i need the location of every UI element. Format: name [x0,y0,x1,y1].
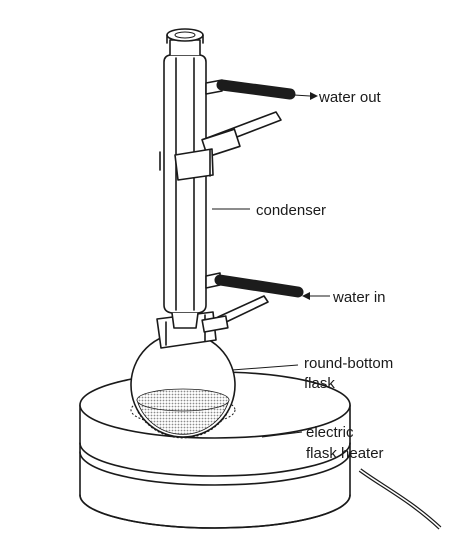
label-heater-line1: electric [306,424,354,441]
lower-clamp [156,295,269,349]
leader-lines [212,92,330,438]
label-water-out: water out [318,89,382,106]
label-flask-line2: flask [304,375,335,392]
water-in-hose [205,272,304,298]
label-water-in: water in [332,289,386,306]
label-condenser: condenser [256,202,326,219]
labels: water out condenser water in round-botto… [256,89,393,462]
water-out-hose [205,79,296,100]
upper-clamp [159,111,282,181]
label-flask-line1: round-bottom [304,355,393,372]
label-heater-line2: flask heater [306,445,384,462]
condenser [163,28,207,329]
